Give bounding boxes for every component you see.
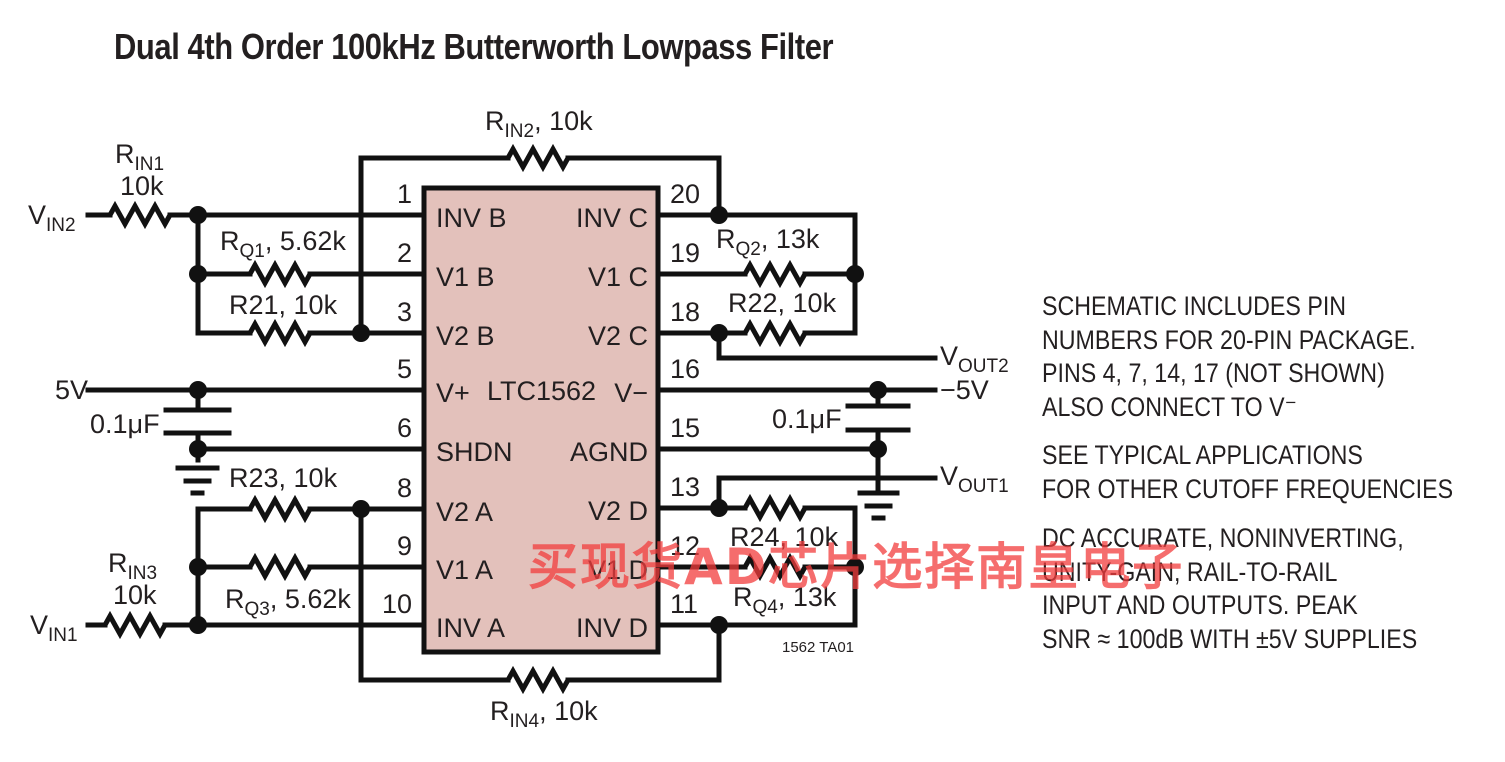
- c1-label: 0.1μF: [90, 409, 160, 439]
- pin-number-10: 10: [382, 589, 412, 619]
- junction-dot: [189, 440, 207, 458]
- vpos-label: 5V: [55, 375, 88, 405]
- note-performance: DC ACCURATE, NONINVERTING, UNITY-GAIN, R…: [1042, 523, 1418, 654]
- pin-name-5: V+: [436, 378, 470, 408]
- pin-number-18: 18: [670, 297, 700, 327]
- r21-resistor-icon: [247, 318, 313, 348]
- junction-dot: [189, 616, 207, 634]
- rq3-label: RQ3, 5.62k: [225, 584, 351, 620]
- junction-dot: [710, 499, 728, 517]
- vout2-label: VOUT2: [940, 341, 1009, 377]
- r24-label: R24, 10k: [730, 522, 839, 552]
- rin1-label: RIN1: [115, 139, 164, 175]
- junction-dot: [189, 558, 207, 576]
- vin1-label: VIN1: [30, 610, 78, 646]
- pin-number-20: 20: [670, 179, 700, 209]
- chip-part-number: LTC1562: [487, 376, 596, 406]
- pin-name-8: V2 A: [436, 497, 493, 527]
- rin1-resistor-icon: [107, 200, 173, 230]
- pin-name-20: INV C: [576, 203, 648, 233]
- pin-name-12: V1 D: [588, 555, 648, 585]
- junction-dot: [352, 324, 370, 342]
- r21-label: R21, 10k: [229, 290, 338, 320]
- junction-dot: [352, 500, 370, 518]
- vout1-label: VOUT1: [940, 461, 1009, 497]
- junction-dot: [869, 440, 887, 458]
- rq4-label: RQ4, 13k: [733, 582, 837, 618]
- rin3-resistor-icon: [102, 610, 168, 640]
- pin-number-15: 15: [670, 413, 700, 443]
- pin-number-12: 12: [670, 531, 700, 561]
- watermark-overlay: 买现货AD芯片选择南皇电子: [528, 538, 1185, 596]
- pin-number-5: 5: [397, 354, 412, 384]
- ltc1562-chip-body: [421, 185, 661, 655]
- r22-label: R22, 10k: [728, 288, 837, 318]
- pin-number-2: 2: [397, 238, 412, 268]
- rq2-resistor-icon: [742, 259, 808, 289]
- rin4-label: RIN4, 10k: [490, 696, 598, 732]
- rin3-label: RIN3: [108, 548, 157, 584]
- pin-number-1: 1: [397, 179, 412, 209]
- junction-dot: [846, 265, 864, 283]
- r22-resistor-icon: [742, 318, 808, 348]
- rin3-value: 10k: [113, 580, 157, 610]
- left-buses: [195, 155, 722, 683]
- pin-name-10: INV A: [436, 613, 505, 643]
- pin-number-16: 16: [670, 354, 700, 384]
- vneg-label: −5V: [940, 375, 989, 405]
- junction-dot: [710, 206, 728, 224]
- pin-number-13: 13: [670, 472, 700, 502]
- pin-name-6: SHDN: [436, 437, 513, 467]
- pin-name-9: V1 A: [436, 555, 493, 585]
- pin-name-3: V2 B: [436, 321, 495, 351]
- rq1-resistor-icon: [247, 259, 313, 289]
- ground-symbol-right: [857, 490, 900, 521]
- junction-dot: [869, 381, 887, 399]
- note-cutoff: SEE TYPICAL APPLICATIONS FOR OTHER CUTOF…: [1042, 440, 1454, 504]
- c2-label: 0.1μF: [772, 404, 842, 434]
- rq3-resistor-icon: [247, 552, 313, 582]
- pin-name-16: V−: [614, 378, 648, 408]
- pin-name-13: V2 D: [588, 496, 648, 526]
- pin-name-2: V1 B: [436, 262, 495, 292]
- rq2-label: RQ2, 13k: [716, 224, 820, 260]
- rq4-resistor-icon: [742, 552, 808, 582]
- figure-reference: 1562 TA01: [782, 639, 854, 656]
- vin2-label: VIN2: [28, 200, 76, 236]
- rin4-resistor-icon: [505, 665, 571, 695]
- rq1-label: RQ1, 5.62k: [220, 226, 346, 262]
- pin-number-6: 6: [397, 413, 412, 443]
- junction-dot: [710, 616, 728, 634]
- r23-resistor-icon: [247, 494, 313, 524]
- diagram-title: Dual 4th Order 100kHz Butterworth Lowpas…: [114, 26, 834, 67]
- rin2-resistor-icon: [505, 143, 571, 173]
- pin-name-18: V2 C: [588, 321, 648, 351]
- pin-number-11: 11: [670, 589, 698, 619]
- junction-dot: [189, 206, 207, 224]
- r24-resistor-icon: [742, 493, 808, 523]
- ground-symbol-left: [175, 465, 220, 496]
- pin-number-9: 9: [397, 531, 412, 561]
- junction-dot: [189, 265, 207, 283]
- rin2-label: RIN2, 10k: [485, 106, 593, 142]
- pin-name-15: AGND: [570, 437, 648, 467]
- pin-name-11: INV D: [576, 613, 648, 643]
- pin-name-19: V1 C: [588, 262, 648, 292]
- junction-dot: [710, 324, 728, 342]
- rin1-value: 10k: [120, 171, 164, 201]
- r23-label: R23, 10k: [229, 463, 338, 493]
- pin-name-1: INV B: [436, 203, 507, 233]
- pin-number-3: 3: [397, 297, 412, 327]
- pin-number-8: 8: [397, 473, 412, 503]
- note-pin-info: SCHEMATIC INCLUDES PIN NUMBERS FOR 20-PI…: [1042, 291, 1416, 422]
- junction-dot: [846, 558, 864, 576]
- junction-dot: [189, 381, 207, 399]
- left-pin-wires: [85, 212, 427, 628]
- pin-number-19: 19: [670, 238, 700, 268]
